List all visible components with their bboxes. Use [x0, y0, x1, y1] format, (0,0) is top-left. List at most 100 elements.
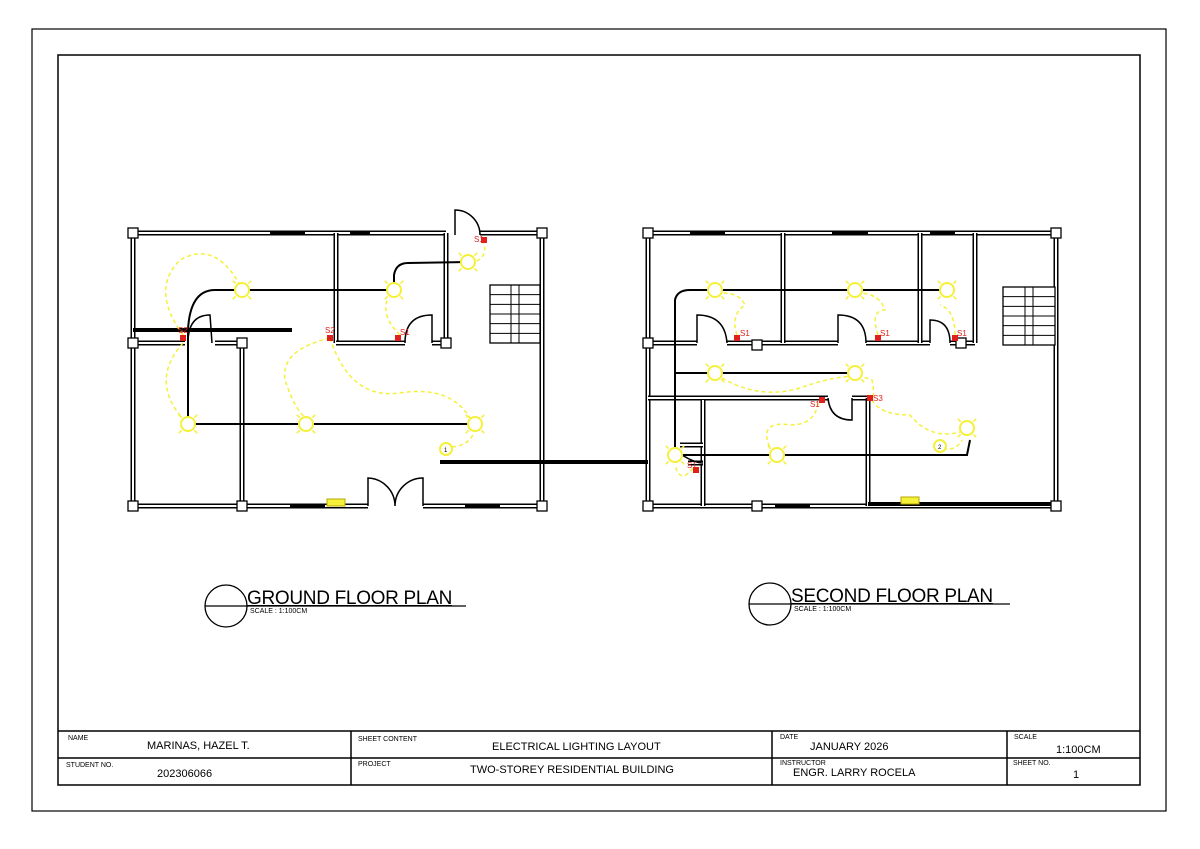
sheet-content-label: SHEET CONTENT — [358, 736, 417, 743]
light-fixture-icon — [665, 445, 685, 465]
column-post — [536, 227, 548, 239]
fixture-ray — [465, 414, 470, 419]
ground-floor-title: GROUND FLOOR PLAN — [247, 588, 452, 609]
fixture-ray — [860, 280, 865, 285]
fixture-circle — [234, 282, 250, 298]
lighting-circuit-line — [674, 464, 694, 477]
switch-icon — [395, 335, 401, 341]
fixture-ray — [705, 295, 710, 300]
date-value: JANUARY 2026 — [810, 741, 889, 753]
second-floor-title: SECOND FLOOR PLAN — [791, 586, 993, 607]
scale-label: SCALE — [1014, 734, 1037, 741]
fixture-ray — [399, 295, 404, 300]
fixture-circle — [460, 254, 476, 270]
door-swing — [696, 314, 728, 344]
fixture-ray — [937, 295, 942, 300]
light-fixture-icon — [232, 280, 252, 300]
fixture-ray — [952, 280, 957, 285]
wiring-line — [674, 289, 947, 455]
fixture-ray — [767, 460, 772, 465]
switch-label: S1 — [810, 400, 820, 409]
fixture-ray — [720, 280, 725, 285]
column-post — [1050, 500, 1062, 512]
switch-label: S3 — [873, 394, 883, 403]
column-post — [642, 500, 654, 512]
receptacle-label: 1 — [444, 448, 448, 454]
column-post — [127, 337, 139, 349]
fixture-ray — [720, 295, 725, 300]
sheet-no-label: SHEET NO. — [1013, 760, 1051, 767]
fixture-circle — [386, 282, 402, 298]
switch-label: S1 — [474, 235, 484, 244]
fixture-ray — [399, 280, 404, 285]
switch-label: S1 — [400, 328, 410, 337]
fixture-circle — [667, 447, 683, 463]
light-fixture-icon — [957, 418, 977, 438]
door-swing — [454, 209, 481, 236]
fixture-ray — [193, 429, 198, 434]
section-symbol-second — [748, 582, 1010, 626]
lighting-circuit-line — [721, 292, 746, 336]
fixture-ray — [458, 252, 463, 257]
light-fixture-icon — [178, 414, 198, 434]
fixture-ray — [247, 295, 252, 300]
switch-label: S1 — [687, 461, 697, 470]
switch-icon — [693, 467, 699, 473]
lighting-circuit-line — [165, 342, 184, 419]
wiring-line — [393, 261, 469, 283]
fixture-ray — [972, 433, 977, 438]
scale-value: 1:100CM — [1056, 744, 1101, 756]
fixture-ray — [480, 429, 485, 434]
fixture-circle — [467, 416, 483, 432]
column-post — [642, 227, 654, 239]
wiring-line — [683, 439, 971, 456]
light-fixture-icon — [384, 280, 404, 300]
fixture-ray — [247, 280, 252, 285]
fixture-ray — [957, 418, 962, 423]
fixture-ray — [782, 445, 787, 450]
inner-border — [57, 54, 1141, 786]
fixture-ray — [665, 445, 670, 450]
column-post — [440, 337, 452, 349]
column-post — [236, 500, 248, 512]
fixture-circle — [939, 282, 955, 298]
fixture-ray — [957, 433, 962, 438]
instructor-value: ENGR. LARRY ROCELA — [793, 767, 916, 779]
lighting-circuit-line — [283, 337, 331, 419]
receptacle-label: 2 — [938, 445, 942, 451]
lighting-circuit-line — [329, 337, 471, 419]
door-swing — [827, 397, 853, 421]
switch-icon — [734, 335, 740, 341]
fixture-ray — [473, 267, 478, 272]
sheet-no-value: 1 — [1073, 769, 1080, 781]
fixture-circle — [847, 282, 863, 298]
column-post — [236, 337, 248, 349]
fixture-ray — [296, 414, 301, 419]
column-post — [1050, 227, 1062, 239]
fixture-ray — [860, 363, 865, 368]
title-block-lines — [58, 730, 1140, 785]
fixture-ray — [845, 280, 850, 285]
lighting-circuit-line — [939, 304, 956, 336]
date-label: DATE — [780, 734, 799, 741]
door-swing — [837, 314, 867, 344]
column-post — [127, 227, 139, 239]
switch-label: S1 — [740, 329, 750, 338]
fixture-ray — [845, 378, 850, 383]
fixture-circle — [847, 365, 863, 381]
fixture-ray — [952, 295, 957, 300]
second-floor-scale: SCALE : 1:100CM — [794, 606, 852, 613]
fixture-ray — [296, 429, 301, 434]
ground-floor-scale: SCALE : 1:100CM — [250, 608, 308, 615]
switch-icon — [875, 335, 881, 341]
lighting-circuit-line — [766, 402, 819, 449]
fixture-ray — [480, 414, 485, 419]
fixture-ray — [178, 414, 183, 419]
sheet-content-value: ELECTRICAL LIGHTING LAYOUT — [492, 741, 661, 753]
fixture-ray — [665, 460, 670, 465]
switch-label: S2 — [325, 326, 335, 335]
column-post — [955, 337, 967, 349]
switch-icon — [180, 335, 186, 341]
fixture-circle — [180, 416, 196, 432]
